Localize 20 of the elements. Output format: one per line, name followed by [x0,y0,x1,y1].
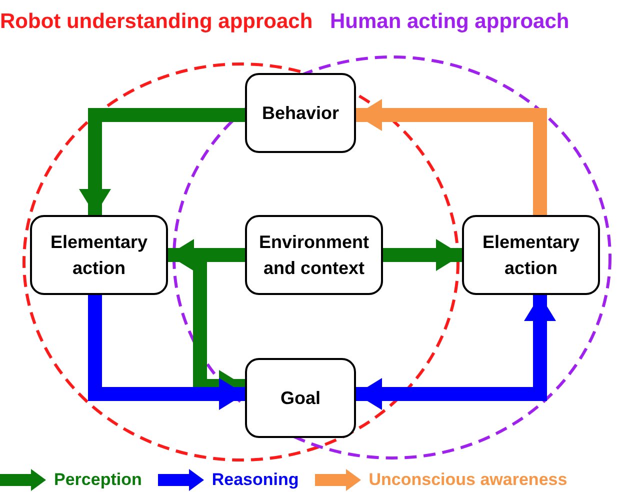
arrow [88,295,245,410]
box-label: Elementary action [49,231,149,280]
box-label: Behavior [262,102,340,125]
box-label: Elementary action [481,231,581,280]
legend-label: Unconscious awareness [368,469,568,491]
arrow [79,108,245,215]
arrow [383,239,462,271]
process-box [245,358,356,438]
box-label: Environment and context [258,231,370,280]
arrow [356,99,547,215]
process-box [245,215,383,295]
legend-label: Reasoning [212,469,299,491]
process-box [30,215,168,295]
group-title: Robot understanding approach [0,9,313,35]
process-box [245,73,356,153]
box-label: Goal [280,387,320,410]
group-title: Human acting approach [330,9,570,35]
process-box [462,215,600,295]
arrow [356,295,556,410]
legend-label: Perception [54,469,142,491]
